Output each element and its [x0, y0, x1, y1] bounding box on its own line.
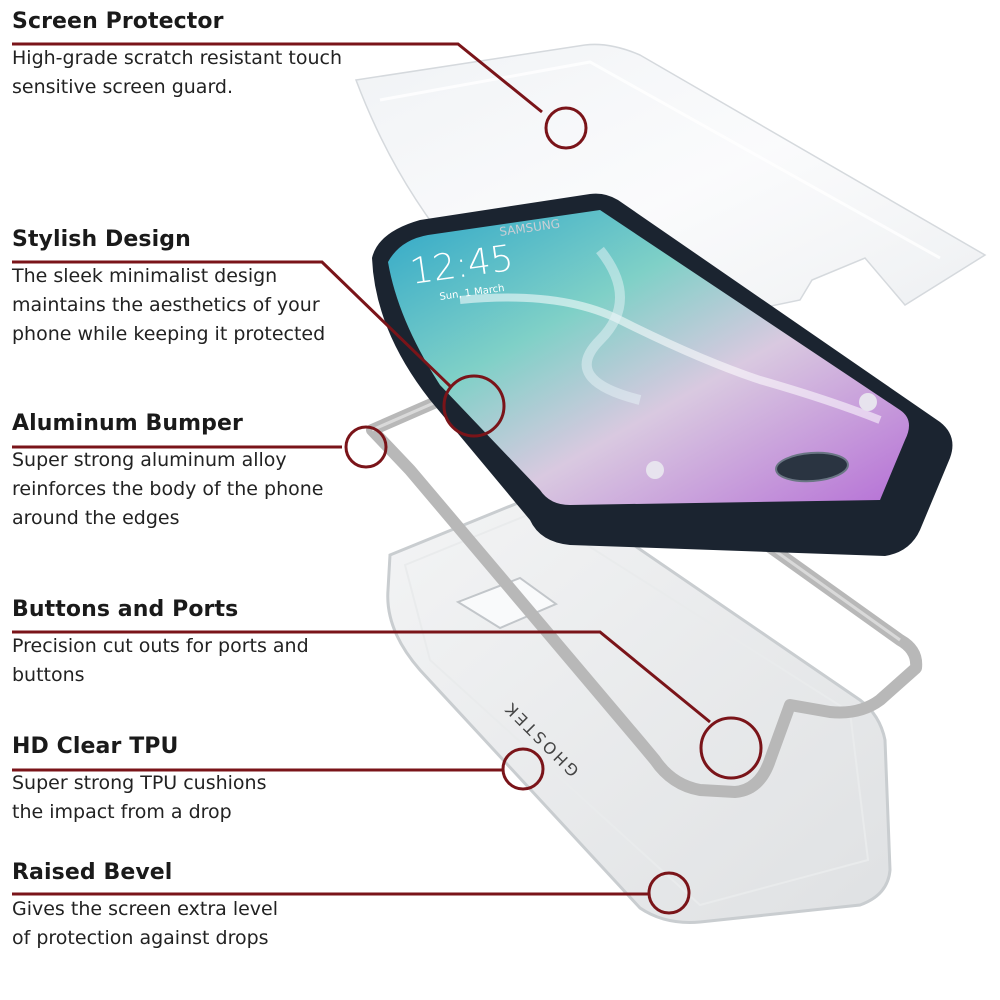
phone-app-icon: [646, 461, 664, 479]
feature-title: Buttons and Ports: [12, 597, 239, 622]
callout-circle-screen-protector: [544, 106, 588, 150]
description-line: High-grade scratch resistant touch: [12, 47, 342, 69]
feature-title: Aluminum Bumper: [12, 411, 243, 436]
description-line: sensitive screen guard.: [12, 76, 234, 98]
description-line: maintains the aesthetics of your: [12, 294, 320, 316]
callout-line-stylish-design: [12, 260, 452, 388]
callout-circle-stylish-design: [442, 374, 506, 438]
description-line: The sleek minimalist design: [12, 265, 278, 287]
feature-description: Precision cut outs for ports and buttons: [12, 632, 412, 690]
feature-screen-protector: Screen Protector High-grade scratch resi…: [12, 9, 412, 102]
callout-line-buttons-ports: [12, 630, 711, 724]
feature-raised-bevel: Raised Bevel Gives the screen extra leve…: [12, 860, 412, 953]
description-line: the impact from a drop: [12, 801, 232, 823]
callout-circle-raised-bevel: [647, 871, 691, 915]
description-line: Super strong TPU cushions: [12, 772, 267, 794]
description-line: around the edges: [12, 507, 180, 529]
feature-title: Stylish Design: [12, 227, 191, 252]
phone: SAMSUNG 12:45 Sun, 1 March: [372, 193, 953, 556]
feature-stylish-design: Stylish Design The sleek minimalist desi…: [12, 227, 412, 349]
feature-title: HD Clear TPU: [12, 734, 179, 759]
feature-description: High-grade scratch resistant touch sensi…: [12, 44, 412, 102]
description-line: phone while keeping it protected: [12, 323, 326, 345]
feature-title: Raised Bevel: [12, 860, 173, 885]
callout-line-screen-protector: [12, 42, 543, 114]
feature-description: Super strong TPU cushions the impact fro…: [12, 769, 412, 827]
feature-description: Super strong aluminum alloy reinforces t…: [12, 446, 412, 533]
description-line: buttons: [12, 664, 85, 686]
feature-description: Gives the screen extra level of protecti…: [12, 895, 412, 953]
description-line: Gives the screen extra level: [12, 898, 279, 920]
feature-aluminum-bumper: Aluminum Bumper Super strong aluminum al…: [12, 411, 412, 533]
feature-title: Screen Protector: [12, 9, 224, 34]
camera-cutout: [455, 576, 559, 630]
callout-leaders: [12, 42, 763, 915]
callout-circle-hd-clear-tpu: [501, 747, 545, 791]
home-button: [775, 451, 849, 483]
callout-circle-buttons-ports: [699, 716, 763, 780]
description-line: reinforces the body of the phone: [12, 478, 324, 500]
feature-description: The sleek minimalist design maintains th…: [12, 262, 412, 349]
feature-hd-clear-tpu: HD Clear TPU Super strong TPU cushions t…: [12, 734, 412, 827]
description-line: Super strong aluminum alloy: [12, 449, 287, 471]
callout-circle-aluminum-bumper: [344, 425, 388, 469]
description-line: of protection against drops: [12, 927, 269, 949]
description-line: Precision cut outs for ports and: [12, 635, 309, 657]
camera-app-icon: [859, 393, 877, 411]
feature-buttons-ports: Buttons and Ports Precision cut outs for…: [12, 597, 412, 690]
